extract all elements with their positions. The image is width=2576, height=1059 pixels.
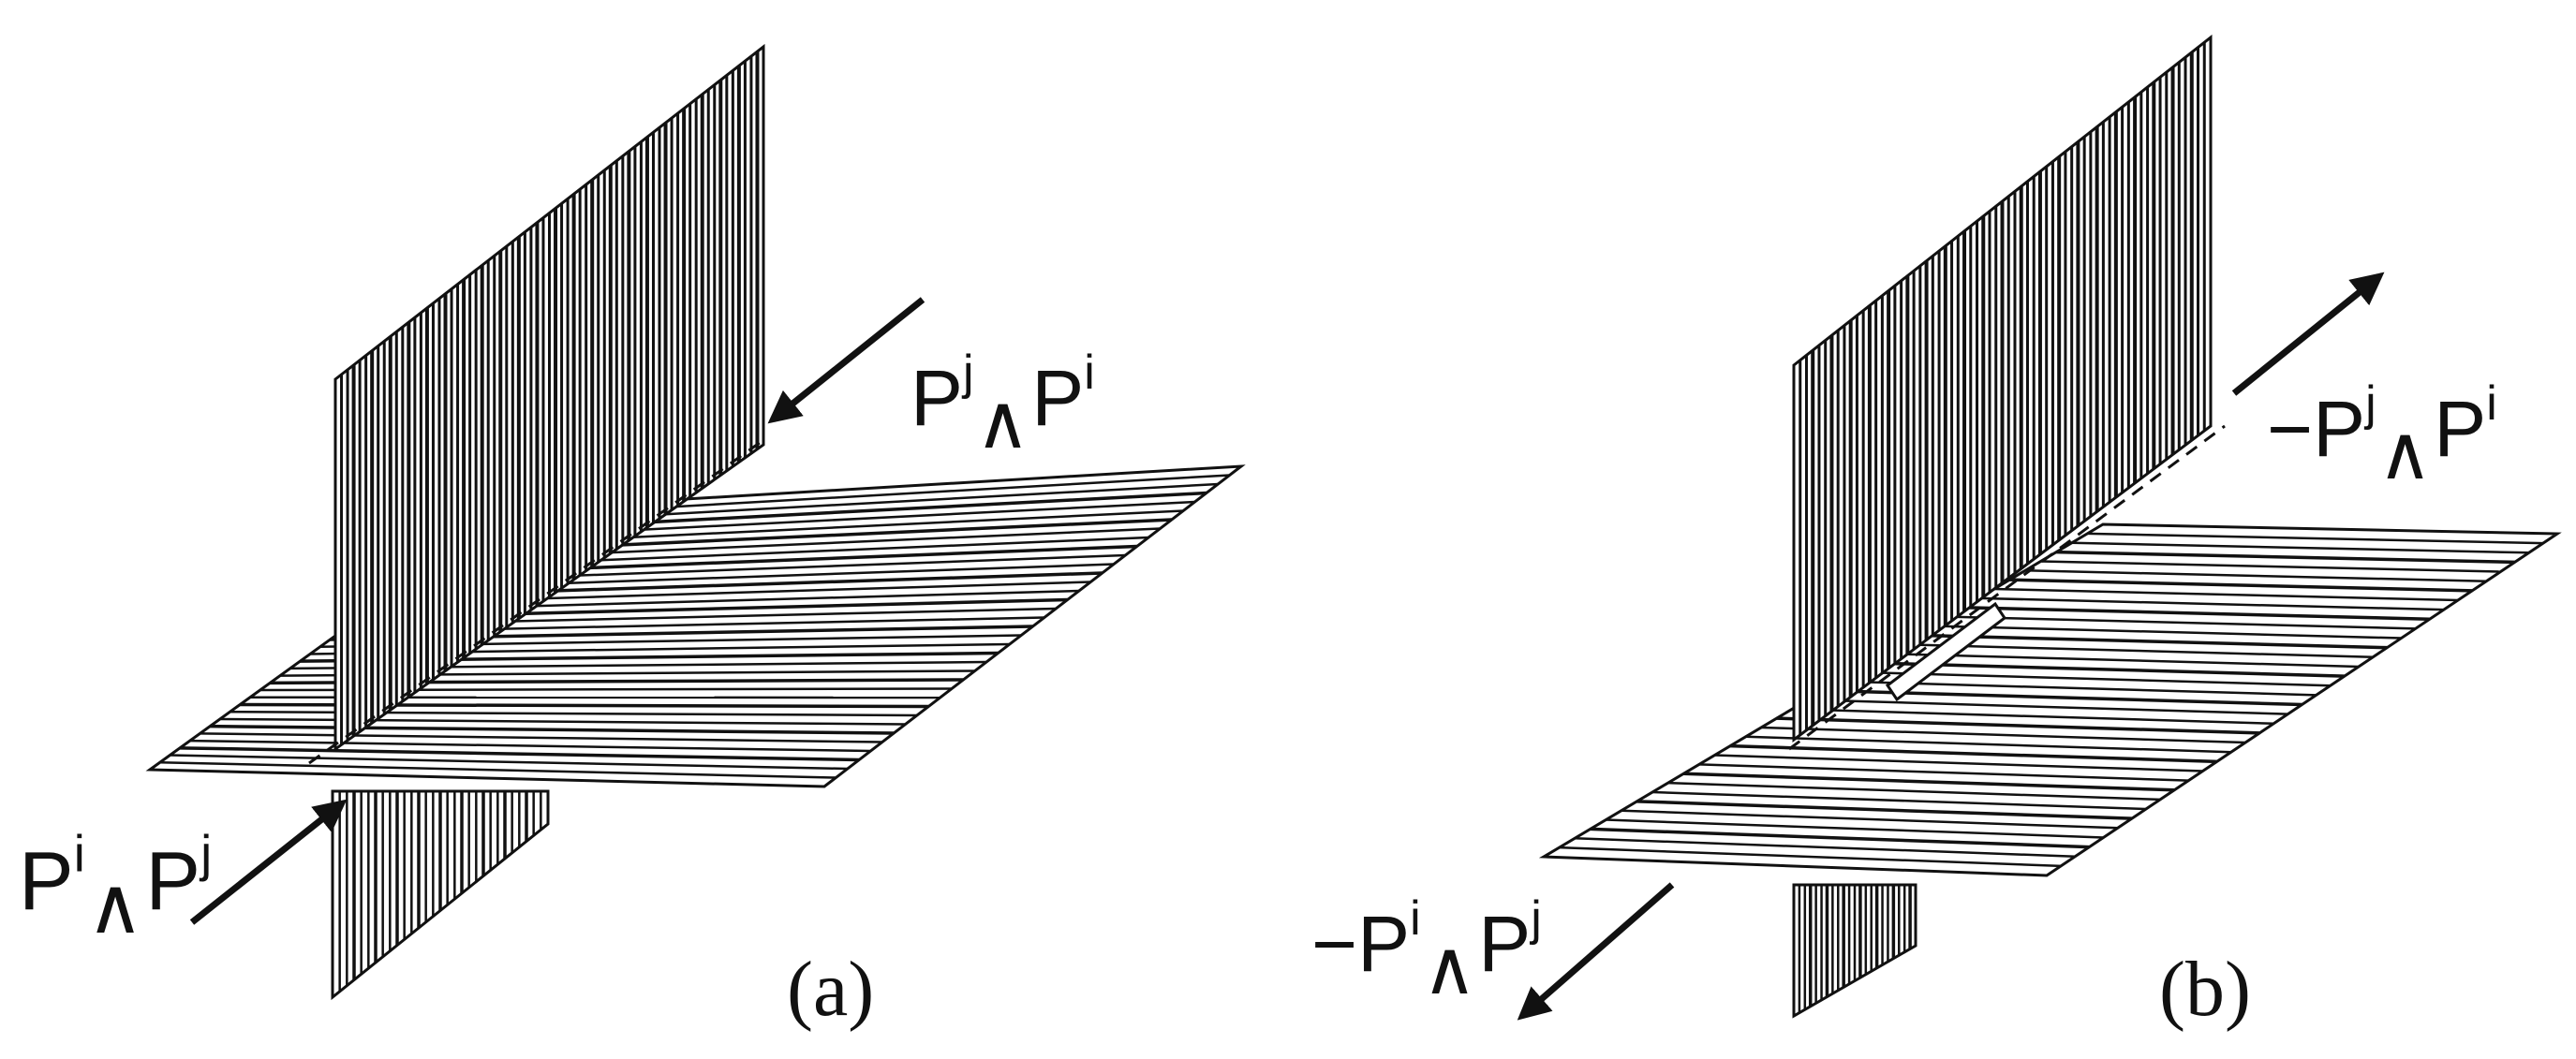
panel-b-diagram <box>1517 34 2562 1021</box>
panel-a-caption: (a) <box>787 946 875 1033</box>
panel-a-horizontal-plane-outline <box>145 464 1246 788</box>
panel-b-arrow-front <box>1517 882 1675 1021</box>
panel-a-vertical-plane-upper <box>333 43 765 752</box>
panel-b-horizontal-plane-hatch-line <box>1714 754 2203 772</box>
panel-a-label-front: Pi∧Pj <box>19 828 212 949</box>
panel-b-horizontal-plane-hatch-line <box>2087 532 2543 545</box>
panel-b-label-back: −Pj∧Pi <box>2267 379 2497 491</box>
panel-b-horizontal-plane-hatch-line <box>2056 550 2515 565</box>
panel-b-horizontal-plane-hatch-line <box>1901 642 2374 659</box>
label-superscript: j <box>1531 891 1542 946</box>
wedge-symbol: ∧ <box>2377 410 2433 494</box>
panel-a-horizontal-plane-hatch-line <box>189 739 871 753</box>
label-superscript: j <box>963 346 974 400</box>
panel-a-vertical-plane-lower <box>331 789 550 1001</box>
panel-b-horizontal-plane-hatch-line <box>1962 606 2430 621</box>
panel-b-horizontal-plane-hatch-line <box>1559 846 2062 868</box>
panel-b-horizontal-plane-hatch-line <box>2009 578 2473 593</box>
panel-b-horizontal-plane-hatch-line <box>1745 735 2231 754</box>
label-base-p: P <box>910 354 964 443</box>
panel-a-diagram <box>145 43 1246 1001</box>
wedge-symbol: ∧ <box>1422 925 1477 1009</box>
panel-b-horizontal-plane-hatch-line <box>1932 625 2402 640</box>
panel-a-horizontal-plane-hatch-line <box>170 754 848 771</box>
panel-b-horizontal-plane-hatch-line <box>1606 818 2104 839</box>
label-base-p: P <box>2313 385 2366 474</box>
panel-b-horizontal-plane-hatch-line <box>1621 809 2118 830</box>
label-base-p: P <box>1031 354 1085 443</box>
panel-b-horizontal-plane-hatch-line <box>1792 707 2274 726</box>
panel-b-arrow-back <box>2231 272 2385 396</box>
panel-b-horizontal-plane-hatch-line <box>2040 560 2501 573</box>
label-superscript: i <box>73 825 85 882</box>
wedge-symbol: ∧ <box>975 379 1030 463</box>
panel-b-horizontal-plane-hatch-line <box>1652 790 2147 811</box>
panel-a-horizontal-plane-hatch-line <box>180 746 860 762</box>
panel-b-label-front: −Pi∧Pj <box>1311 894 1542 1006</box>
panel-b-horizontal-plane-hatch-line <box>1776 716 2260 735</box>
panel-b-horizontal-plane-hatch-line <box>1993 587 2459 602</box>
panel-b-horizontal-plane-hatch-line <box>1870 661 2345 678</box>
minus-sign: − <box>1311 900 1358 989</box>
label-base-p: P <box>2434 385 2487 474</box>
label-superscript: i <box>1084 346 1095 400</box>
panel-b-horizontal-plane-hatch-line <box>2025 569 2487 582</box>
panel-b-horizontal-plane-hatch-line <box>1698 763 2189 782</box>
panel-b-horizontal-plane-hatch-line <box>1761 726 2245 744</box>
panel-b-horizontal-plane-hatch-line <box>1978 596 2444 611</box>
label-superscript: i <box>1410 891 1421 946</box>
panel-b-slit <box>1885 601 2007 702</box>
panel-b-horizontal-plane-hatch-line <box>1947 615 2416 630</box>
panel-b-horizontal-plane-hatch-line <box>1667 781 2161 802</box>
panel-b-horizontal-plane-hatch-line <box>1683 772 2175 792</box>
label-superscript: i <box>2486 376 2497 431</box>
panel-b-horizontal-plane-hatch-line <box>1729 743 2217 764</box>
panel-a-arrow-back <box>767 297 925 424</box>
panel-b-horizontal-plane-hatch-line <box>1854 670 2331 687</box>
panel-b-horizontal-plane-hatch-line <box>1807 699 2288 715</box>
label-base-p: P <box>19 833 74 927</box>
panel-b-horizontal-plane-hatch-line <box>2071 541 2529 554</box>
panel-a-horizontal-plane-hatch-line <box>159 761 836 779</box>
panel-a-horizontal-plane-hatch-line <box>200 732 882 743</box>
panel-a-arrow-front <box>189 799 348 925</box>
panel-b-vertical-plane-upper <box>1792 34 2213 743</box>
minus-sign: − <box>2267 385 2314 474</box>
label-base-p: P <box>145 833 201 927</box>
panel-a-label-back: Pj∧Pi <box>910 348 1095 460</box>
panel-b-horizontal-plane-hatch-line <box>1885 652 2360 669</box>
panel-a-horizontal-plane <box>145 464 1246 788</box>
panel-b-caption: (b) <box>2159 946 2251 1033</box>
panel-b-horizontal-plane-hatch-line <box>1916 633 2388 650</box>
panel-a-intersection-line <box>308 438 764 765</box>
label-base-p: P <box>1357 900 1411 989</box>
wedge-symbol: ∧ <box>86 860 144 949</box>
label-superscript: j <box>200 825 213 882</box>
panel-b-horizontal-plane-hatch-line <box>1636 800 2132 820</box>
panel-b-horizontal-plane-hatch-line <box>1575 837 2076 858</box>
label-superscript: j <box>2365 376 2376 431</box>
panel-b-vertical-plane-lower <box>1792 883 1917 1019</box>
panel-a-horizontal-plane-hatch-line <box>210 724 895 735</box>
panel-b-horizontal-plane-hatch-line <box>1590 827 2090 849</box>
label-base-p: P <box>1478 900 1532 989</box>
panel-b-intersection-line <box>1788 424 2226 751</box>
panel-b-horizontal-plane <box>1538 522 2562 877</box>
